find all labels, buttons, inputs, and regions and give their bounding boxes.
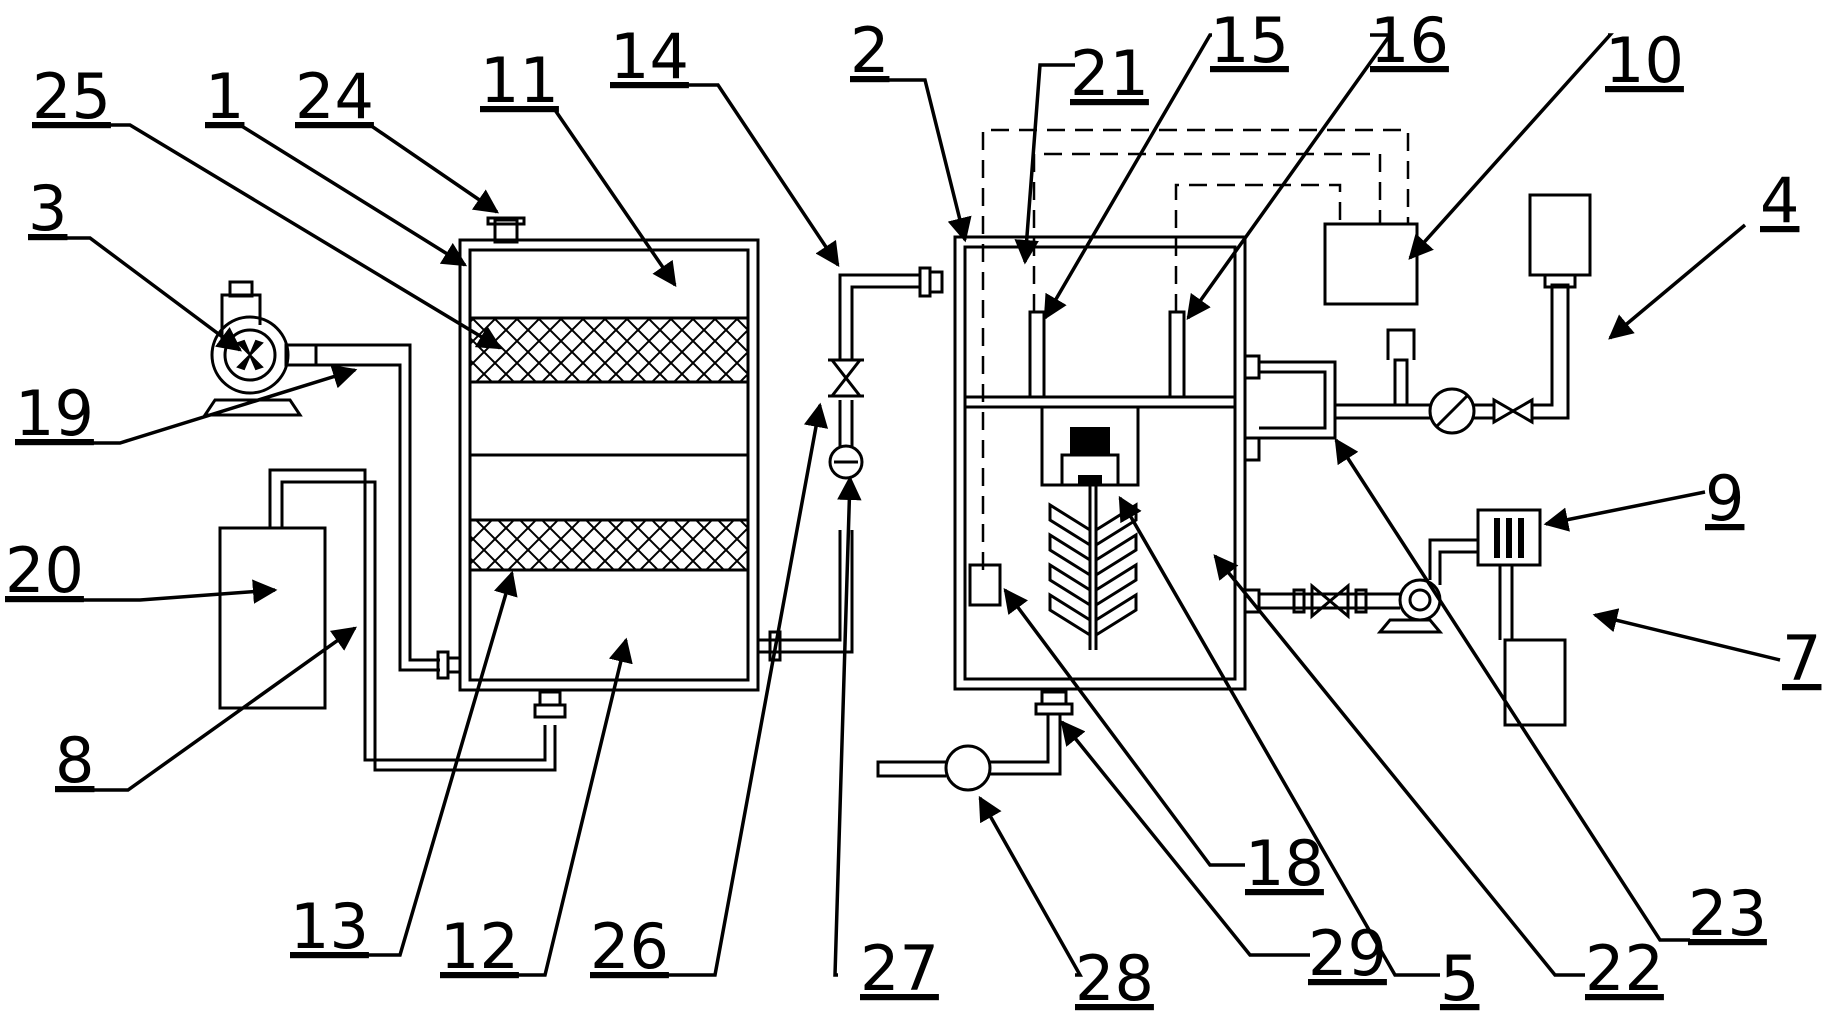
- label-20: 20: [5, 534, 84, 607]
- label-1: 1: [205, 60, 244, 133]
- controller-box: [1323, 222, 1419, 306]
- storage-tank: [218, 526, 327, 710]
- label-5: 5: [1440, 942, 1479, 1015]
- label-12: 12: [440, 910, 519, 983]
- label-19: 19: [15, 377, 94, 450]
- lower-packing-layer: [468, 518, 750, 572]
- label-15: 15: [1210, 4, 1289, 77]
- label-16: 16: [1370, 4, 1449, 77]
- label-3: 3: [28, 172, 67, 245]
- label-25: 25: [32, 60, 111, 133]
- label-9: 9: [1705, 462, 1744, 535]
- absorption-tower: [458, 216, 760, 692]
- heater-unit: [1476, 508, 1542, 567]
- label-21: 21: [1070, 37, 1149, 110]
- label-10: 10: [1605, 24, 1684, 97]
- label-4: 4: [1760, 164, 1799, 237]
- label-27: 27: [860, 932, 939, 1005]
- label-24: 24: [295, 60, 374, 133]
- dosing-tank: [1528, 193, 1592, 277]
- inlet-valve-icon: [1310, 582, 1350, 620]
- label-2: 2: [850, 14, 889, 87]
- label-18: 18: [1245, 827, 1324, 900]
- upper-packing-layer: [468, 316, 750, 384]
- drain-valve-icon: [944, 744, 992, 792]
- leader-lines: [5, 33, 1781, 977]
- gate-valve-icon: [828, 358, 864, 398]
- blower-fan: [202, 280, 318, 417]
- dosing-valve-icon: [1492, 397, 1534, 425]
- label-29: 29: [1308, 917, 1387, 990]
- label-28: 28: [1075, 942, 1154, 1015]
- label-8: 8: [55, 724, 94, 797]
- stirrer-blades: [1048, 502, 1138, 637]
- label-22: 22: [1585, 932, 1664, 1005]
- label-23: 23: [1688, 877, 1767, 950]
- label-26: 26: [590, 910, 669, 983]
- label-7: 7: [1782, 622, 1821, 695]
- label-13: 13: [290, 890, 369, 963]
- fan-blades-icon: [236, 339, 264, 371]
- label-11: 11: [480, 44, 559, 117]
- part-labels: 25 1 24 11 14 2 21 15 16 10 3 4 19 9 20 …: [5, 4, 1821, 1015]
- heater-tank: [1503, 638, 1567, 727]
- label-14: 14: [610, 20, 689, 93]
